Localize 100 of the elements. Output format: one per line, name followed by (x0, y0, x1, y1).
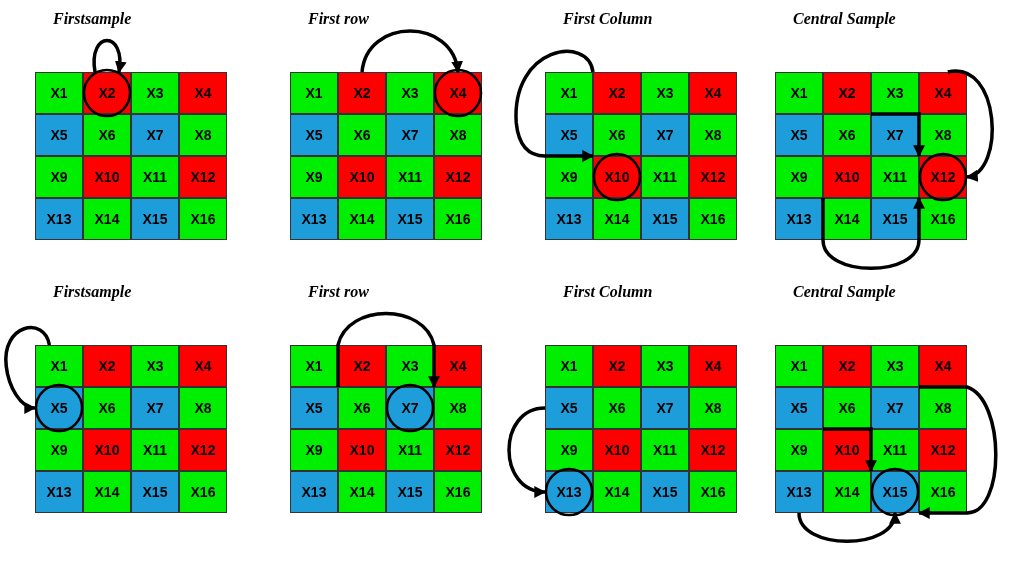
pixel-cell: X14 (593, 471, 641, 513)
pixel-cell: X14 (593, 198, 641, 240)
curved-arrow (917, 385, 998, 519)
pixel-cell: X1 (545, 72, 593, 114)
pixel-cell: X6 (338, 387, 386, 429)
pixel-cell: X3 (386, 72, 434, 114)
pixel-cell: X15 (386, 198, 434, 240)
pixel-cell: X2 (83, 345, 131, 387)
pixel-cell: X8 (919, 387, 967, 429)
pixel-cell: X4 (919, 345, 967, 387)
pixel-cell: X15 (641, 471, 689, 513)
pixel-cell: X8 (689, 387, 737, 429)
pixel-cell: X15 (131, 198, 179, 240)
pixel-cell: X5 (545, 387, 593, 429)
panel-title: Central Sample (793, 283, 896, 301)
panel-title: Firstsample (53, 10, 132, 28)
pixel-cell: X2 (823, 345, 871, 387)
pixel-cell: X3 (131, 345, 179, 387)
pixel-cell: X6 (83, 387, 131, 429)
curved-arrow (514, 49, 595, 162)
pixel-cell: X4 (179, 345, 227, 387)
pixel-cell: X5 (775, 114, 823, 156)
pixel-cell: X8 (179, 114, 227, 156)
pixel-cell: X1 (775, 72, 823, 114)
panel-title: First row (308, 283, 369, 301)
pixel-cell: X11 (131, 156, 179, 198)
curved-arrow (360, 29, 462, 74)
pixel-cell: X12 (179, 156, 227, 198)
pixel-cell: X2 (823, 72, 871, 114)
pixel-cell: X14 (823, 198, 871, 240)
pixel-cell: X5 (35, 114, 83, 156)
panel-title: First Column (563, 10, 653, 28)
pixel-cell: X10 (823, 156, 871, 198)
pixel-cell: X16 (179, 198, 227, 240)
pixel-cell: X7 (386, 114, 434, 156)
pixel-cell: X5 (290, 387, 338, 429)
pixel-cell: X5 (290, 114, 338, 156)
pixel-cell: X3 (871, 345, 919, 387)
pixel-cell: X16 (179, 471, 227, 513)
pixel-cell: X2 (338, 72, 386, 114)
panel-title: First row (308, 10, 369, 28)
curved-arrow (823, 427, 877, 473)
pixel-cell: X12 (179, 429, 227, 471)
pixel-cell: X5 (545, 114, 593, 156)
pixel-cell: X13 (775, 471, 823, 513)
pixel-cell: X8 (179, 387, 227, 429)
pixel-cell: X4 (179, 72, 227, 114)
pixel-cell: X9 (545, 429, 593, 471)
pixel-cell: X4 (689, 345, 737, 387)
pixel-cell: X12 (434, 156, 482, 198)
pixel-cell: X3 (641, 72, 689, 114)
pixel-cell: X6 (593, 387, 641, 429)
pixel-cell: X16 (919, 471, 967, 513)
pixel-cell: X15 (641, 198, 689, 240)
pixel-cell: X14 (823, 471, 871, 513)
pixel-cell: X4 (689, 72, 737, 114)
pixel-cell: X10 (338, 156, 386, 198)
pixel-cell: X7 (131, 114, 179, 156)
pixel-cell: X16 (689, 198, 737, 240)
pixel-cell: X9 (545, 156, 593, 198)
curved-arrow (336, 311, 440, 389)
pixel-cell: X3 (386, 345, 434, 387)
pixel-cell: X1 (290, 345, 338, 387)
pixel-cell: X10 (338, 429, 386, 471)
pixel-cell: X3 (641, 345, 689, 387)
pixel-cell: X2 (593, 345, 641, 387)
pixel-cell: X16 (434, 198, 482, 240)
curved-arrow (947, 69, 994, 179)
pixel-cell: X2 (593, 72, 641, 114)
pixel-cell: X13 (775, 198, 823, 240)
panel-title: Central Sample (793, 10, 896, 28)
pixel-cell: X1 (545, 345, 593, 387)
pixel-cell: X8 (919, 114, 967, 156)
pixel-cell: X14 (83, 471, 131, 513)
pixel-cell: X10 (593, 429, 641, 471)
pixel-cell: X6 (823, 114, 871, 156)
pixel-cell: X7 (871, 114, 919, 156)
pixel-cell: X11 (641, 429, 689, 471)
pixel-cell: X10 (83, 429, 131, 471)
curved-arrow (797, 511, 899, 543)
pixel-cell: X9 (290, 156, 338, 198)
pixel-cell: X1 (290, 72, 338, 114)
pixel-cell: X4 (919, 72, 967, 114)
pixel-cell: X12 (689, 156, 737, 198)
pixel-cell: X14 (338, 198, 386, 240)
pixel-cell: X1 (35, 345, 83, 387)
pixel-cell: X15 (386, 471, 434, 513)
pixel-cell: X13 (35, 471, 83, 513)
pixel-cell: X11 (386, 156, 434, 198)
pixel-cell: X8 (434, 114, 482, 156)
pixel-cell: X13 (545, 198, 593, 240)
pixel-cell: X1 (35, 72, 83, 114)
pixel-cell: X13 (35, 198, 83, 240)
pixel-cell: X2 (338, 345, 386, 387)
pixel-cell: X9 (35, 156, 83, 198)
pixel-cell: X8 (689, 114, 737, 156)
curved-arrow (507, 406, 547, 497)
pixel-cell: X7 (641, 387, 689, 429)
pixel-cell: X9 (775, 156, 823, 198)
pixel-cell: X16 (689, 471, 737, 513)
